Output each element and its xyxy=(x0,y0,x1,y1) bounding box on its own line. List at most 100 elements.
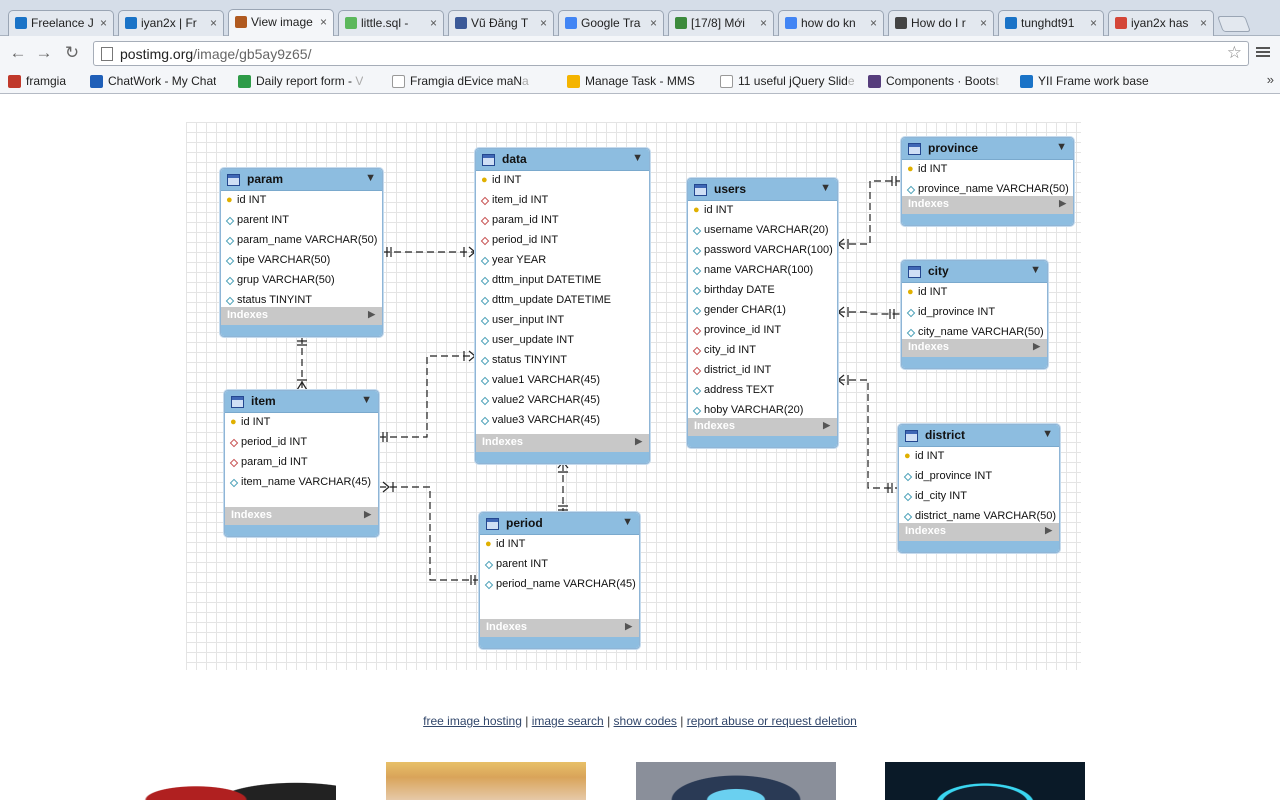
favicon-icon xyxy=(235,16,247,28)
close-tab-icon[interactable]: × xyxy=(1089,16,1097,30)
thumbnail-image[interactable] xyxy=(885,762,1085,800)
bookmark-item[interactable]: ChatWork - My Chat xyxy=(90,74,216,88)
bookmark-item[interactable]: Components · Bootst xyxy=(868,74,999,88)
table-header: data▼ xyxy=(476,149,649,171)
bookmark-item[interactable]: Manage Task - MMS xyxy=(567,74,695,88)
footer-links: free image hosting | image search | show… xyxy=(0,714,1280,728)
tab[interactable]: View image × xyxy=(228,9,334,37)
column-text: id INT xyxy=(237,194,267,206)
table-icon xyxy=(231,396,244,408)
tab[interactable]: how do kn× xyxy=(778,10,884,36)
column-diamond-icon xyxy=(480,376,490,386)
image-search-link[interactable]: image search xyxy=(531,714,604,728)
close-tab-icon[interactable]: × xyxy=(539,16,547,30)
table-column: district_id INT xyxy=(688,361,837,381)
indexes-bar: Indexes▶ xyxy=(902,339,1047,357)
indexes-section: Indexes▶ xyxy=(902,196,1073,225)
close-tab-icon[interactable]: × xyxy=(99,16,107,30)
close-tab-icon[interactable]: × xyxy=(759,16,767,30)
table-column: password VARCHAR(100) xyxy=(688,241,837,261)
bookmark-star-icon[interactable]: ☆ xyxy=(1226,43,1242,62)
column-text: user_input INT xyxy=(492,314,565,326)
table-column: status TINYINT xyxy=(221,291,382,311)
tab[interactable]: Freelance J× xyxy=(8,10,114,36)
table-column: item_name VARCHAR(45) xyxy=(225,473,378,493)
expand-arrow-icon: ▶ xyxy=(1033,341,1040,351)
bookmarks-overflow-icon[interactable]: » xyxy=(1266,72,1274,87)
column-text: period_name VARCHAR(45) xyxy=(496,578,636,590)
table-name: city xyxy=(928,264,949,278)
indexes-label: Indexes xyxy=(482,436,523,448)
back-arrow-icon[interactable]: ← xyxy=(9,43,27,62)
column-text: district_name VARCHAR(50) xyxy=(915,510,1057,522)
close-tab-icon[interactable]: × xyxy=(649,16,657,30)
tab[interactable]: little.sql -× xyxy=(338,10,444,36)
foreign-key-diamond-icon xyxy=(692,326,702,336)
favicon-icon xyxy=(785,17,797,29)
column-text: grup VARCHAR(50) xyxy=(237,274,335,286)
table-header: item▼ xyxy=(225,391,378,413)
close-tab-icon[interactable]: × xyxy=(979,16,987,30)
column-text: id INT xyxy=(918,163,948,175)
bookmark-item[interactable]: Framgia dEvice maNa xyxy=(392,74,529,88)
thumbnail-image[interactable] xyxy=(636,762,836,800)
collapse-triangle-icon: ▼ xyxy=(1042,428,1053,440)
indexes-label: Indexes xyxy=(908,198,949,210)
reload-icon[interactable]: ↻ xyxy=(64,43,80,62)
primary-key-icon: ● xyxy=(904,450,911,462)
close-tab-icon[interactable]: × xyxy=(209,16,217,30)
tab[interactable]: iyan2x has× xyxy=(1108,10,1214,36)
collapse-triangle-icon: ▼ xyxy=(1056,141,1067,153)
tab[interactable]: Google Tra× xyxy=(558,10,664,36)
tab-strip: Freelance J×iyan2x | Fr×View image×littl… xyxy=(0,0,1280,37)
tab[interactable]: Vũ Đăng T× xyxy=(448,10,554,36)
column-text: address TEXT xyxy=(704,384,775,396)
favicon-icon xyxy=(895,17,907,29)
bookmark-item[interactable]: Daily report form - V xyxy=(238,74,363,88)
close-tab-icon[interactable]: × xyxy=(1199,16,1207,30)
url-text[interactable]: postimg.org/image/gb5ay9z65/ xyxy=(120,46,311,62)
tab[interactable]: iyan2x | Fr× xyxy=(118,10,224,36)
indexes-label: Indexes xyxy=(231,509,272,521)
table-icon xyxy=(694,184,707,196)
menu-icon[interactable] xyxy=(1256,45,1270,59)
thumbnail-image[interactable] xyxy=(386,762,586,800)
table-column: city_id INT xyxy=(688,341,837,361)
bookmark-label: ChatWork - My Chat xyxy=(108,74,217,88)
column-text: gender CHAR(1) xyxy=(704,304,786,316)
favicon-icon xyxy=(675,17,687,29)
close-tab-icon[interactable]: × xyxy=(869,16,877,30)
column-text: city_id INT xyxy=(704,344,756,356)
close-tab-icon[interactable]: × xyxy=(429,16,437,30)
table-footer xyxy=(902,357,1047,368)
free-image-hosting-link[interactable]: free image hosting xyxy=(423,714,522,728)
show-codes-link[interactable]: show codes xyxy=(613,714,677,728)
bookmark-item[interactable]: YII Frame work base xyxy=(1020,74,1149,88)
cardinality-marker xyxy=(889,309,895,319)
address-bar[interactable]: postimg.org/image/gb5ay9z65/ ☆ xyxy=(93,41,1249,66)
bookmark-icon xyxy=(8,75,21,88)
bookmark-label: 11 useful jQuery Slid xyxy=(738,74,848,88)
relationship-line xyxy=(379,486,479,581)
column-diamond-icon xyxy=(692,406,702,416)
thumbnail-image[interactable] xyxy=(136,762,336,800)
column-diamond-icon xyxy=(903,512,913,522)
new-tab-button[interactable] xyxy=(1217,16,1251,32)
tab[interactable]: tunghdt91× xyxy=(998,10,1104,36)
indexes-section: Indexes▶ xyxy=(476,434,649,463)
bookmark-item[interactable]: framgia xyxy=(8,74,66,88)
favicon-icon xyxy=(1005,17,1017,29)
close-tab-icon[interactable]: × xyxy=(319,15,327,29)
table-column: param_name VARCHAR(50) xyxy=(221,231,382,251)
bookmark-label-fade: V xyxy=(355,74,364,88)
bookmark-item[interactable]: 11 useful jQuery Slide xyxy=(720,74,855,88)
forward-arrow-icon[interactable]: → xyxy=(35,43,53,62)
tab[interactable]: How do I r× xyxy=(888,10,994,36)
table-footer xyxy=(902,214,1073,225)
tab[interactable]: [17/8] Mới× xyxy=(668,10,774,36)
table-name: users xyxy=(714,182,747,196)
tab-title: View image xyxy=(251,15,313,29)
bookmark-icon xyxy=(720,75,733,88)
report-abuse-link[interactable]: report abuse or request deletion xyxy=(686,714,857,728)
